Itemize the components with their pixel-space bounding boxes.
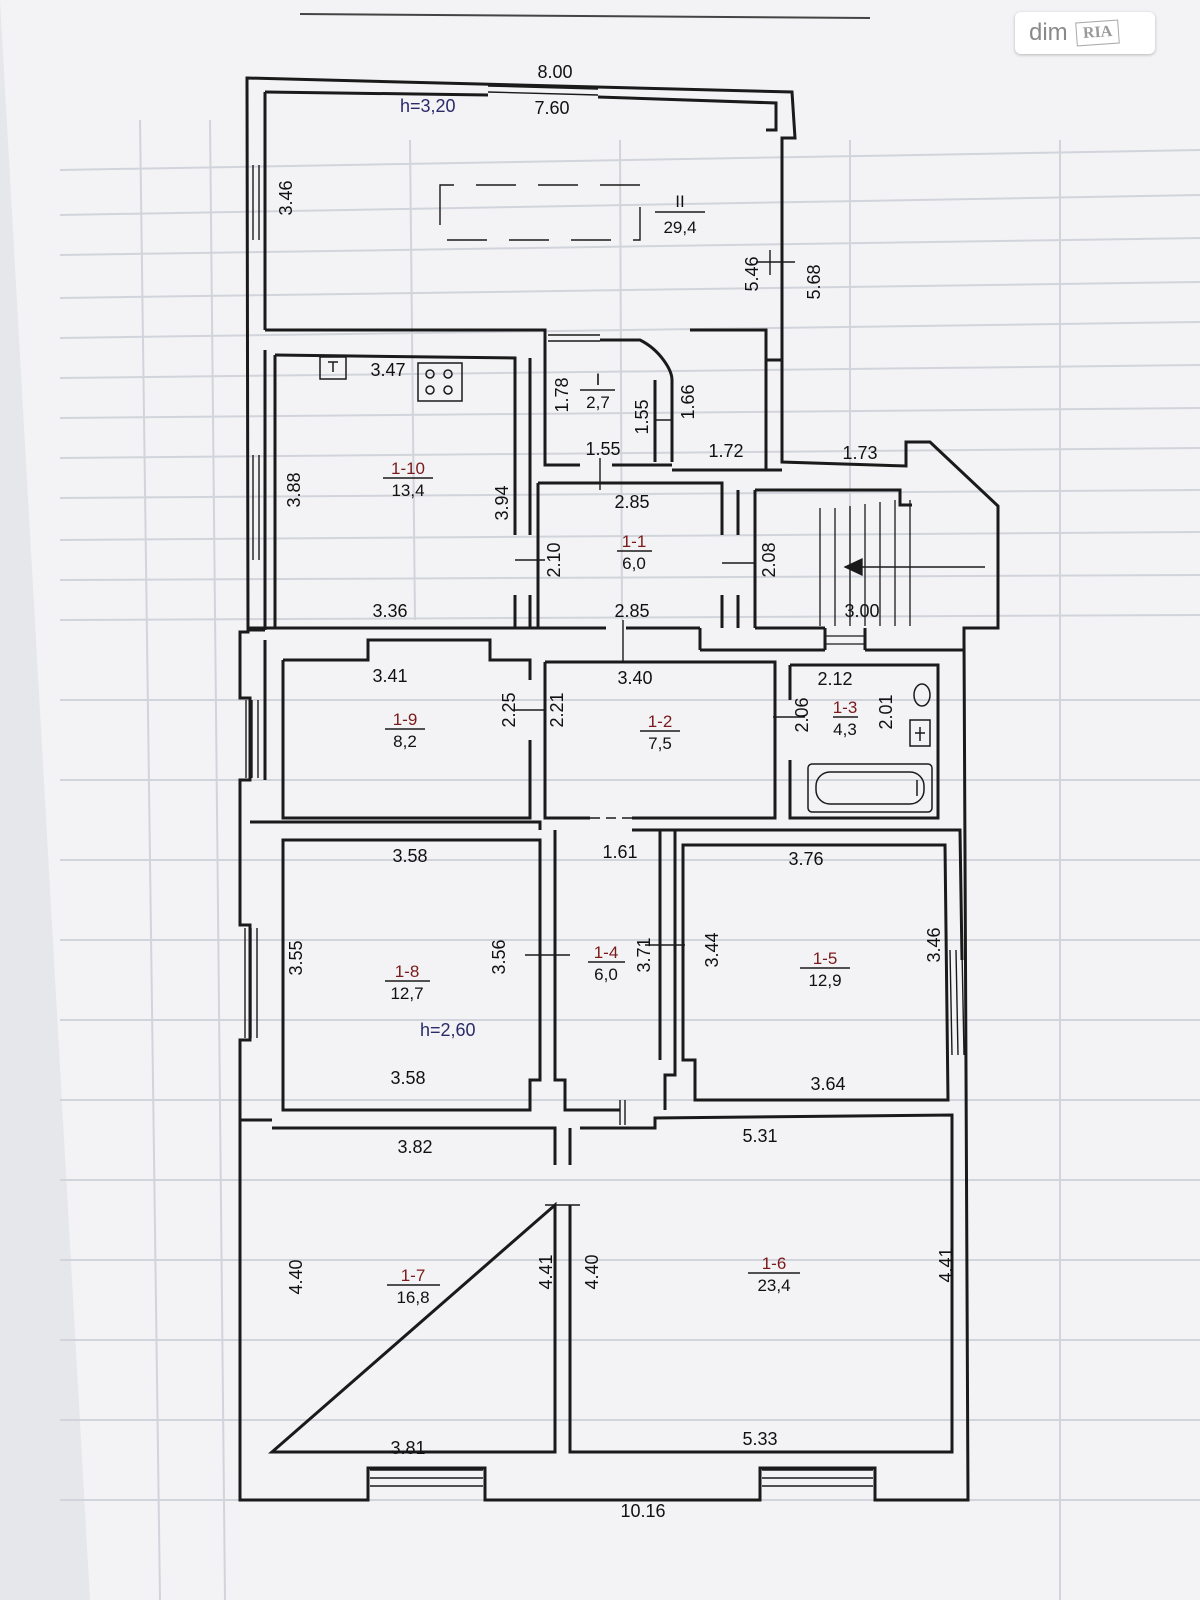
dim-label: 3.88 xyxy=(284,472,304,507)
dim-label: 5.68 xyxy=(804,264,824,299)
dim-label: 4.41 xyxy=(936,1247,956,1282)
room-1-6-area: 23,4 xyxy=(757,1276,790,1295)
room-1-10-area: 13,4 xyxy=(391,481,424,500)
room-1-4-area: 6,0 xyxy=(594,965,618,984)
dim-label: 7.60 xyxy=(534,98,569,118)
dim-label: 2.01 xyxy=(876,694,896,729)
room-1-8-area: 12,7 xyxy=(390,984,423,1003)
dim-label: 2.25 xyxy=(499,692,519,727)
room-1-6-id: 1-6 xyxy=(762,1254,787,1273)
room-ii-area: 29,4 xyxy=(663,218,696,237)
room-1-5-area: 12,9 xyxy=(808,971,841,990)
room-1-5-id: 1-5 xyxy=(813,949,838,968)
dim-label: 2.12 xyxy=(817,669,852,689)
room-1-1-id: 1-1 xyxy=(622,532,647,551)
room-1-1-area: 6,0 xyxy=(622,554,646,573)
dim-label: 5.33 xyxy=(742,1429,777,1449)
dim-label: 10.16 xyxy=(620,1501,665,1521)
dim-label: 1.55 xyxy=(585,439,620,459)
room-1-7-id: 1-7 xyxy=(401,1266,426,1285)
dim-label: 1.73 xyxy=(842,443,877,463)
dim-label: 2.10 xyxy=(544,542,564,577)
bathtub-icon xyxy=(807,763,933,813)
dim-label: 3.82 xyxy=(397,1137,432,1157)
ceiling-height-secondary: h=2,60 xyxy=(420,1020,476,1040)
watermark-badge: RIA xyxy=(1074,19,1120,47)
stove-icon xyxy=(417,362,463,402)
dim-label: 3.58 xyxy=(392,846,427,866)
dim-ria-watermark: dim RIA xyxy=(1015,12,1155,54)
dim-label: 3.44 xyxy=(702,932,722,967)
dim-label: 2.85 xyxy=(614,492,649,512)
dim-label: 2.85 xyxy=(614,601,649,621)
watermark-brand: dim xyxy=(1029,19,1068,46)
dim-label: 4.40 xyxy=(286,1259,306,1294)
sink-icon xyxy=(319,356,347,380)
dim-label: 1.55 xyxy=(632,399,652,434)
room-1-2-area: 7,5 xyxy=(648,734,672,753)
dim-label: 3.64 xyxy=(810,1074,845,1094)
room-1-2-id: 1-2 xyxy=(648,712,673,731)
toilet-icon xyxy=(909,683,931,747)
dim-label: 4.40 xyxy=(582,1254,602,1289)
dim-label: 3.55 xyxy=(286,940,306,975)
room-1-10-id: 1-10 xyxy=(391,459,425,478)
dim-label: 1.72 xyxy=(708,441,743,461)
dim-label: 3.40 xyxy=(617,668,652,688)
room-i-area: 2,7 xyxy=(586,393,610,412)
dim-label: 2.21 xyxy=(547,692,567,727)
room-1-9-id: 1-9 xyxy=(393,710,418,729)
dim-label: 3.46 xyxy=(276,180,296,215)
dim-label: 3.58 xyxy=(390,1068,425,1088)
dim-label: 2.08 xyxy=(759,542,779,577)
dim-label: 2.06 xyxy=(792,697,812,732)
dim-label: 3.46 xyxy=(924,927,944,962)
dim-label: 3.41 xyxy=(372,666,407,686)
room-1-8-id: 1-8 xyxy=(395,962,420,981)
dim-label: 1.78 xyxy=(552,377,572,412)
dim-label: 3.36 xyxy=(372,601,407,621)
room-i-id: I xyxy=(596,370,601,389)
room-1-3-area: 4,3 xyxy=(833,720,857,739)
room-ii-id: II xyxy=(675,192,684,211)
dim-label: 8.00 xyxy=(537,62,572,82)
dim-label: 3.71 xyxy=(634,937,654,972)
dim-label: 1.61 xyxy=(602,842,637,862)
room-1-7-area: 16,8 xyxy=(396,1288,429,1307)
dim-label: 3.94 xyxy=(492,485,512,520)
dim-label: 3.76 xyxy=(788,849,823,869)
dim-label: 4.41 xyxy=(536,1254,556,1289)
dim-label: 3.00 xyxy=(844,601,879,621)
dim-label: 3.47 xyxy=(370,360,405,380)
dim-label: 5.31 xyxy=(742,1126,777,1146)
room-1-4-id: 1-4 xyxy=(594,943,619,962)
room-1-3-id: 1-3 xyxy=(833,698,858,717)
dim-label: 3.56 xyxy=(489,939,509,974)
dim-label: 1.66 xyxy=(678,384,698,419)
dim-label: 5.46 xyxy=(742,256,762,291)
dim-label: 3.81 xyxy=(390,1438,425,1458)
ceiling-height-main: h=3,20 xyxy=(400,96,456,116)
room-1-9-area: 8,2 xyxy=(393,732,417,751)
